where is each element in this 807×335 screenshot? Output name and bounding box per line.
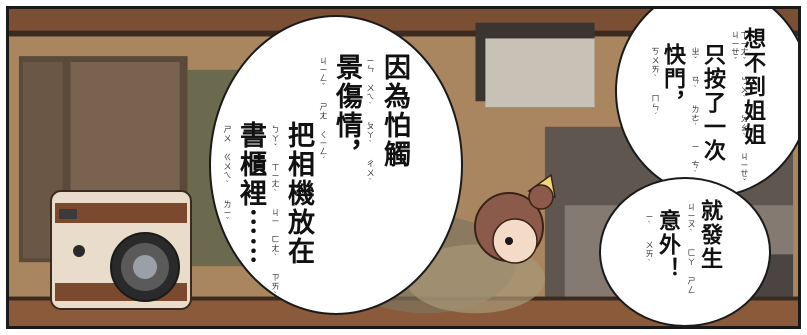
bubble-bottom-right-line-1: 就發生	[697, 199, 723, 271]
speech-bubble-bottom-right: 就發生 ㄐㄧㄡˋ ㄈㄚ ㄕㄥ 意外！ ㄧˋ ㄨㄞˋ	[599, 177, 771, 326]
bubble-left-ruby-4: ㄕㄨ ㄍㄨㄟˋ ㄌㄧˇ	[223, 125, 232, 227]
speech-bubble-top-right: 想不到姐姐 ㄒㄧㄤˇ ㄅㄨˋ ㄉㄠˋ ㄐㄧㄝˇ ㄐㄧㄝˇ 只按了一次 ㄓˇ ㄢˋ…	[615, 9, 798, 197]
speech-bubble-left: 因為怕觸 ㄧㄣ ㄨㄟˋ ㄆㄚˋ ㄔㄨˋ 景傷情， ㄐㄧㄥˇ ㄕㄤ ㄑㄧㄥˊ 把相…	[209, 15, 463, 315]
bubble-left-line-2: 景傷情，	[331, 53, 362, 169]
bubble-top-right-ruby-3: ㄎㄨㄞˋ ㄇㄣˊ	[651, 47, 660, 122]
girl-character-illustration	[474, 173, 556, 264]
comic-panel: 因為怕觸 ㄧㄣ ㄨㄟˋ ㄆㄚˋ ㄔㄨˋ 景傷情， ㄐㄧㄥˇ ㄕㄤ ㄑㄧㄥˊ 把相…	[6, 6, 801, 329]
bubble-bottom-right-ruby-2: ㄧˋ ㄨㄞˋ	[645, 213, 654, 269]
bubble-top-right-line-1: 想不到姐姐	[740, 27, 766, 147]
bubble-left-ruby-2: ㄐㄧㄥˇ ㄕㄤ ㄑㄧㄥˊ	[319, 57, 328, 166]
bubble-top-right-line-2: 只按了一次	[700, 43, 726, 163]
bubble-left-line-3: 把相機放在	[283, 121, 314, 266]
bubble-top-right-ruby-1: ㄒㄧㄤˇ ㄅㄨˋ ㄉㄠˋ ㄐㄧㄝˇ ㄐㄧㄝˇ	[731, 31, 749, 188]
instant-camera-illustration	[50, 190, 192, 310]
bubble-bottom-right-line-2: 意外！	[655, 209, 681, 281]
bubble-left-ruby-3: ㄅㄚˇ ㄒㄧㄤˋ ㄐㄧ ㄈㄤˋ ㄗㄞˋ	[271, 125, 280, 301]
bubble-left-ruby-1: ㄧㄣ ㄨㄟˋ ㄆㄚˋ ㄔㄨˋ	[366, 57, 375, 188]
bubble-left-line-1: 因為怕觸	[379, 53, 410, 169]
bubble-top-right-ruby-2: ㄓˇ ㄢˋ ㄌㄜ˙ ㄧ ㄘˋ	[691, 47, 700, 180]
bubble-bottom-right-ruby-1: ㄐㄧㄡˋ ㄈㄚ ㄕㄥ	[687, 203, 696, 295]
bubble-top-right-line-3: 快門，	[660, 43, 686, 115]
bubble-left-line-4: 書櫃裡⋯⋯	[235, 121, 266, 266]
